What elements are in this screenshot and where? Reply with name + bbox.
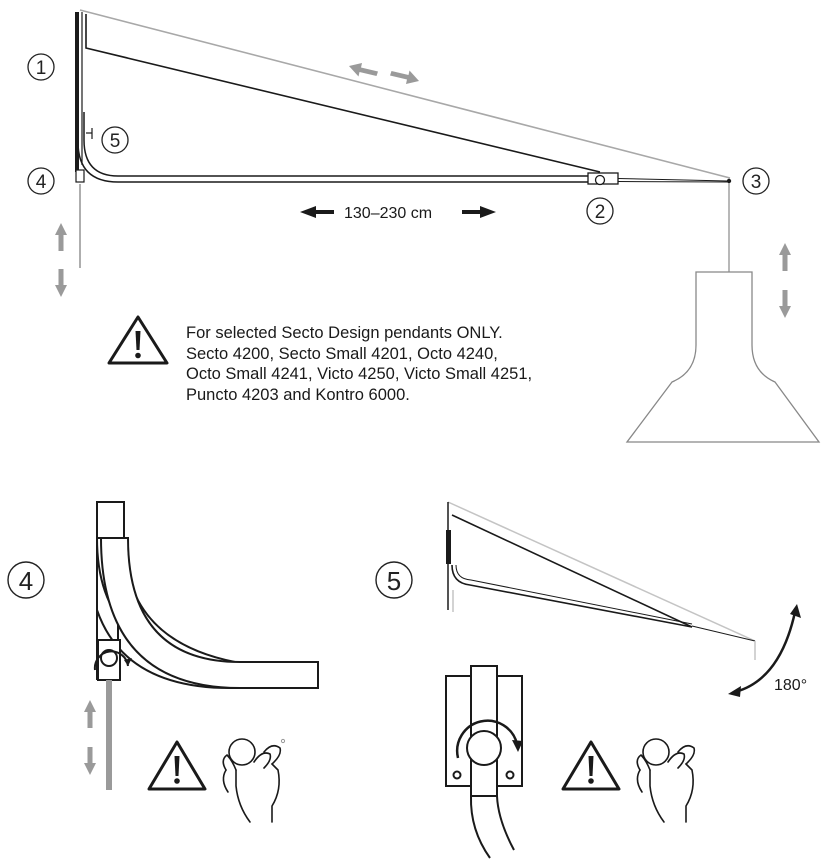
detail-4-warning-icon — [147, 740, 207, 791]
callout-circle-3 — [742, 167, 770, 195]
detail-4-arrows — [84, 700, 96, 775]
warning-line-3: Octo Small 4241, Victo 4250, Victo Small… — [186, 365, 533, 383]
main-arm-assembly — [75, 9, 732, 268]
detail-5-warning-icon — [561, 740, 621, 791]
detail-5-circle — [375, 561, 413, 599]
rotation-180-arrow — [728, 604, 801, 697]
detail-4-curved-arm — [99, 537, 319, 689]
tension-rod — [85, 14, 601, 173]
warning-line-2: Secto 4200, Secto Small 4201, Octo 4240, — [186, 344, 498, 363]
callout-circle-2 — [586, 197, 614, 225]
warning-line-1: For selected Secto Design pendants ONLY. — [186, 324, 503, 342]
right-vertical-arrows — [779, 243, 791, 318]
detail-5-arm — [446, 501, 756, 660]
pendant-lamp — [625, 183, 821, 443]
callout-2: 2 — [595, 202, 606, 223]
detail-4-knob — [93, 639, 132, 681]
rotation-label: 180° — [774, 677, 807, 694]
pivot-joint — [594, 174, 606, 186]
dimension-arrows — [300, 206, 496, 218]
rod-extension-bottom — [617, 181, 729, 183]
callout-1: 1 — [36, 58, 47, 79]
callout-5: 5 — [110, 131, 121, 152]
detail-4-hand-icon — [222, 738, 286, 823]
detail-5-number: 5 — [387, 566, 401, 596]
arm-end-tip — [726, 178, 732, 184]
callout-3: 3 — [751, 172, 762, 193]
callout-4: 4 — [36, 172, 47, 193]
wall-mount-plate — [75, 12, 79, 172]
detail-4-number: 4 — [19, 566, 33, 596]
detail-5-plate — [446, 530, 451, 564]
compatibility-warning-text: For selected Secto Design pendants ONLY.… — [186, 323, 616, 405]
pendant-shade — [625, 271, 821, 443]
warning-icon — [107, 315, 169, 365]
arm-upper-edge — [83, 112, 600, 177]
callout-circle-4 — [27, 167, 55, 195]
detail-4-circle — [7, 561, 45, 599]
arm-lower-edge — [77, 112, 600, 183]
detail-5-knob — [445, 665, 523, 859]
callout-circle-5 — [101, 126, 129, 154]
length-dimension-label: 130–230 cm — [344, 205, 432, 222]
left-vertical-arrows — [55, 223, 67, 297]
callout-circle-1 — [27, 53, 55, 81]
callout-markers: 1 5 4 2 3 — [27, 53, 770, 225]
suspension-cable — [79, 9, 731, 179]
warning-line-4: Puncto 4203 and Kontro 6000. — [186, 385, 410, 404]
rod-extension-top — [617, 178, 729, 182]
cable-clamp — [75, 169, 85, 183]
detail-5-hand-icon — [636, 738, 696, 823]
detail-5-cable — [447, 501, 756, 642]
cable-slide-arrows — [349, 63, 419, 84]
